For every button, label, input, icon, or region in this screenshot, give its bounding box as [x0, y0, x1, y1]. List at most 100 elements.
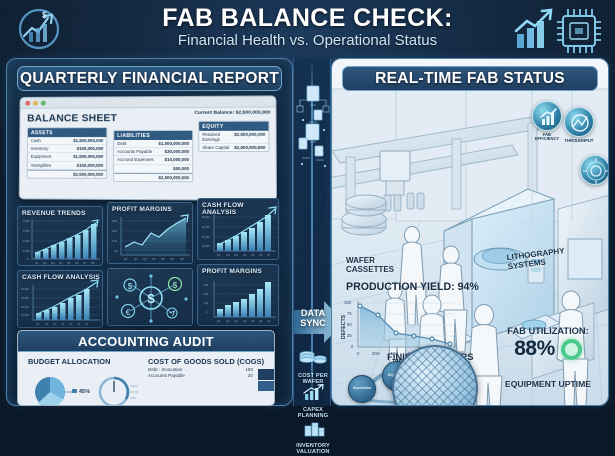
real-time-fab-status-panel: REAL-TIME FAB STATUS FAB EFFICIENCY THRO… [331, 58, 609, 406]
svg-text:Q4: Q4 [243, 254, 247, 257]
svg-text:$: $ [128, 282, 133, 291]
data-sync-line-1: DATA [294, 308, 332, 318]
fab-utilization-value: 88% [514, 337, 555, 361]
row-label: Equipment [31, 154, 51, 159]
liabilities-total: $2,500,000,000 [114, 173, 192, 181]
svg-text:50: 50 [347, 322, 352, 327]
svg-text:Q2: Q2 [226, 320, 230, 323]
svg-text:Q7: Q7 [83, 261, 87, 265]
table-row: Accrued Expenses $10,000,000 [114, 156, 192, 164]
window-minimize-dot[interactable] [33, 100, 38, 105]
assets-total: $2,500,000,000 [28, 169, 107, 177]
svg-text:Q3: Q3 [234, 254, 238, 257]
svg-text:Q2: Q2 [226, 254, 230, 257]
accounting-audit-card: ACCOUNTING AUDIT BUDGET ALLOCATION 45% C… [17, 330, 275, 406]
svg-text:40,000: 40,000 [202, 236, 210, 239]
center-node-capex-planning[interactable]: CAPEX PLANNING [294, 384, 332, 420]
svg-text:Q1: Q1 [35, 261, 39, 265]
process-node-label: Deposition [353, 387, 372, 391]
svg-text:Q3: Q3 [234, 320, 238, 323]
svg-text:0: 0 [27, 257, 29, 261]
row-label: Accrued Expenses [117, 157, 153, 162]
svg-text:20,000: 20,000 [21, 306, 29, 309]
svg-text:30%: 30% [112, 219, 118, 223]
svg-text:20,000: 20,000 [202, 245, 210, 248]
wafer-cassettes-line-2: CASSETTES [346, 265, 404, 274]
window-maximize-dot[interactable] [41, 100, 46, 105]
center-node-documents[interactable] [294, 80, 332, 177]
table-row: Equipment $1,500,000,000 [28, 153, 106, 161]
process-node-deposition-1[interactable]: Deposition [348, 375, 376, 403]
equity-header: EQUITY [199, 122, 268, 131]
center-node-cost-per-wafer[interactable]: COST PER WAFER [294, 348, 332, 386]
data-sync-line-2: SYNC [294, 318, 332, 328]
page-header: $ FAB BALANCE CHECK: Financial Health vs… [0, 0, 615, 56]
svg-text:Q7: Q7 [267, 320, 271, 323]
svg-text:Q6: Q6 [259, 254, 263, 257]
row-value: $00,000 [173, 166, 189, 171]
svg-text:Q1: Q1 [36, 323, 40, 326]
svg-text:10%: 10% [112, 239, 118, 243]
audit-title: ACCOUNTING AUDIT [18, 331, 274, 352]
capex-planning-line-2: PLANNING [294, 413, 332, 419]
coins-stack-icon [294, 348, 332, 368]
sensor-icon[interactable] [580, 155, 609, 185]
wafer-cassettes-line-1: WAFER [346, 256, 404, 265]
table-row: Retained Earnings $2,500,000,000 [199, 131, 268, 144]
throughput-icon[interactable] [564, 107, 594, 137]
row-value: $10,000,000 [165, 157, 190, 162]
svg-text:Q5: Q5 [161, 257, 165, 261]
row-value: $2,500,000,000 [234, 132, 265, 142]
svg-text:Q7: Q7 [267, 254, 271, 257]
row-value: $1,500,000,000 [73, 154, 103, 159]
svg-text:Q6: Q6 [77, 323, 81, 326]
efficiency-chart-icon[interactable] [532, 101, 562, 131]
svg-text:10,000: 10,000 [21, 314, 29, 317]
assets-table: ASSETS Cash $1,500,000,000 Inventory $10… [27, 127, 108, 179]
svg-text:Q5: Q5 [251, 320, 255, 323]
svg-text:Q6: Q6 [259, 320, 263, 323]
svg-text:200: 200 [204, 293, 209, 296]
utilization-ring-gauge [561, 339, 582, 360]
svg-text:Q5: Q5 [67, 261, 71, 265]
table-row: Intangibles $150,000,000 [28, 161, 106, 169]
badge-label-throughput: THROUGHPUT [557, 139, 601, 143]
svg-text:100: 100 [204, 302, 209, 305]
fab-utilization-metric: FAB UTILIZATION: 88% [496, 326, 600, 361]
row-value: $2,500,000,000 [234, 145, 265, 150]
bar-chart-arrow-icon [516, 10, 551, 48]
svg-text:Q2: Q2 [45, 323, 49, 326]
cogs-value: 150 [245, 367, 253, 372]
row-label: Inventory [31, 146, 49, 151]
right-panel-title: REAL-TIME FAB STATUS [342, 66, 598, 91]
list-item: Debt : Invocation 150 [148, 366, 253, 373]
table-row: Inventory $100,000,000 [28, 145, 106, 153]
svg-text:20%: 20% [112, 229, 118, 233]
svg-text:€: € [126, 308, 131, 317]
table-row: Debt $1,000,000,000 [114, 140, 192, 148]
table-row: Cash $1,500,000,000 [28, 137, 106, 145]
balance-sheet-title: BALANCE SHEET [27, 112, 117, 124]
growth-chart-icon [294, 384, 332, 402]
svg-text:45%: 45% [79, 389, 90, 395]
center-node-inventory-valuation[interactable]: INVENTORY VALUATION [294, 420, 332, 456]
svg-text:40,000: 40,000 [21, 288, 29, 291]
budget-allocation-title: BUDGET ALLOCATION [28, 357, 140, 366]
currency-hub-diagram: $ $ $ € [107, 268, 193, 326]
cogs-value: 20 [248, 373, 253, 378]
equipment-uptime-label: EQUIPMENT UPTIME [496, 379, 600, 389]
svg-text:Q1: Q1 [217, 320, 221, 323]
row-value: $1,000,000,000 [158, 141, 189, 146]
data-sync-column: DATA SYNC COST PER WAFER CAPEX PLANNING [293, 58, 331, 406]
microchip-icon [557, 9, 601, 53]
svg-text:Q4: Q4 [152, 257, 156, 261]
inventory-boxes-icon [294, 420, 332, 438]
row-label: Share Capital [202, 145, 229, 150]
window-close-dot[interactable] [25, 100, 30, 105]
row-label: Intangibles [31, 162, 52, 167]
